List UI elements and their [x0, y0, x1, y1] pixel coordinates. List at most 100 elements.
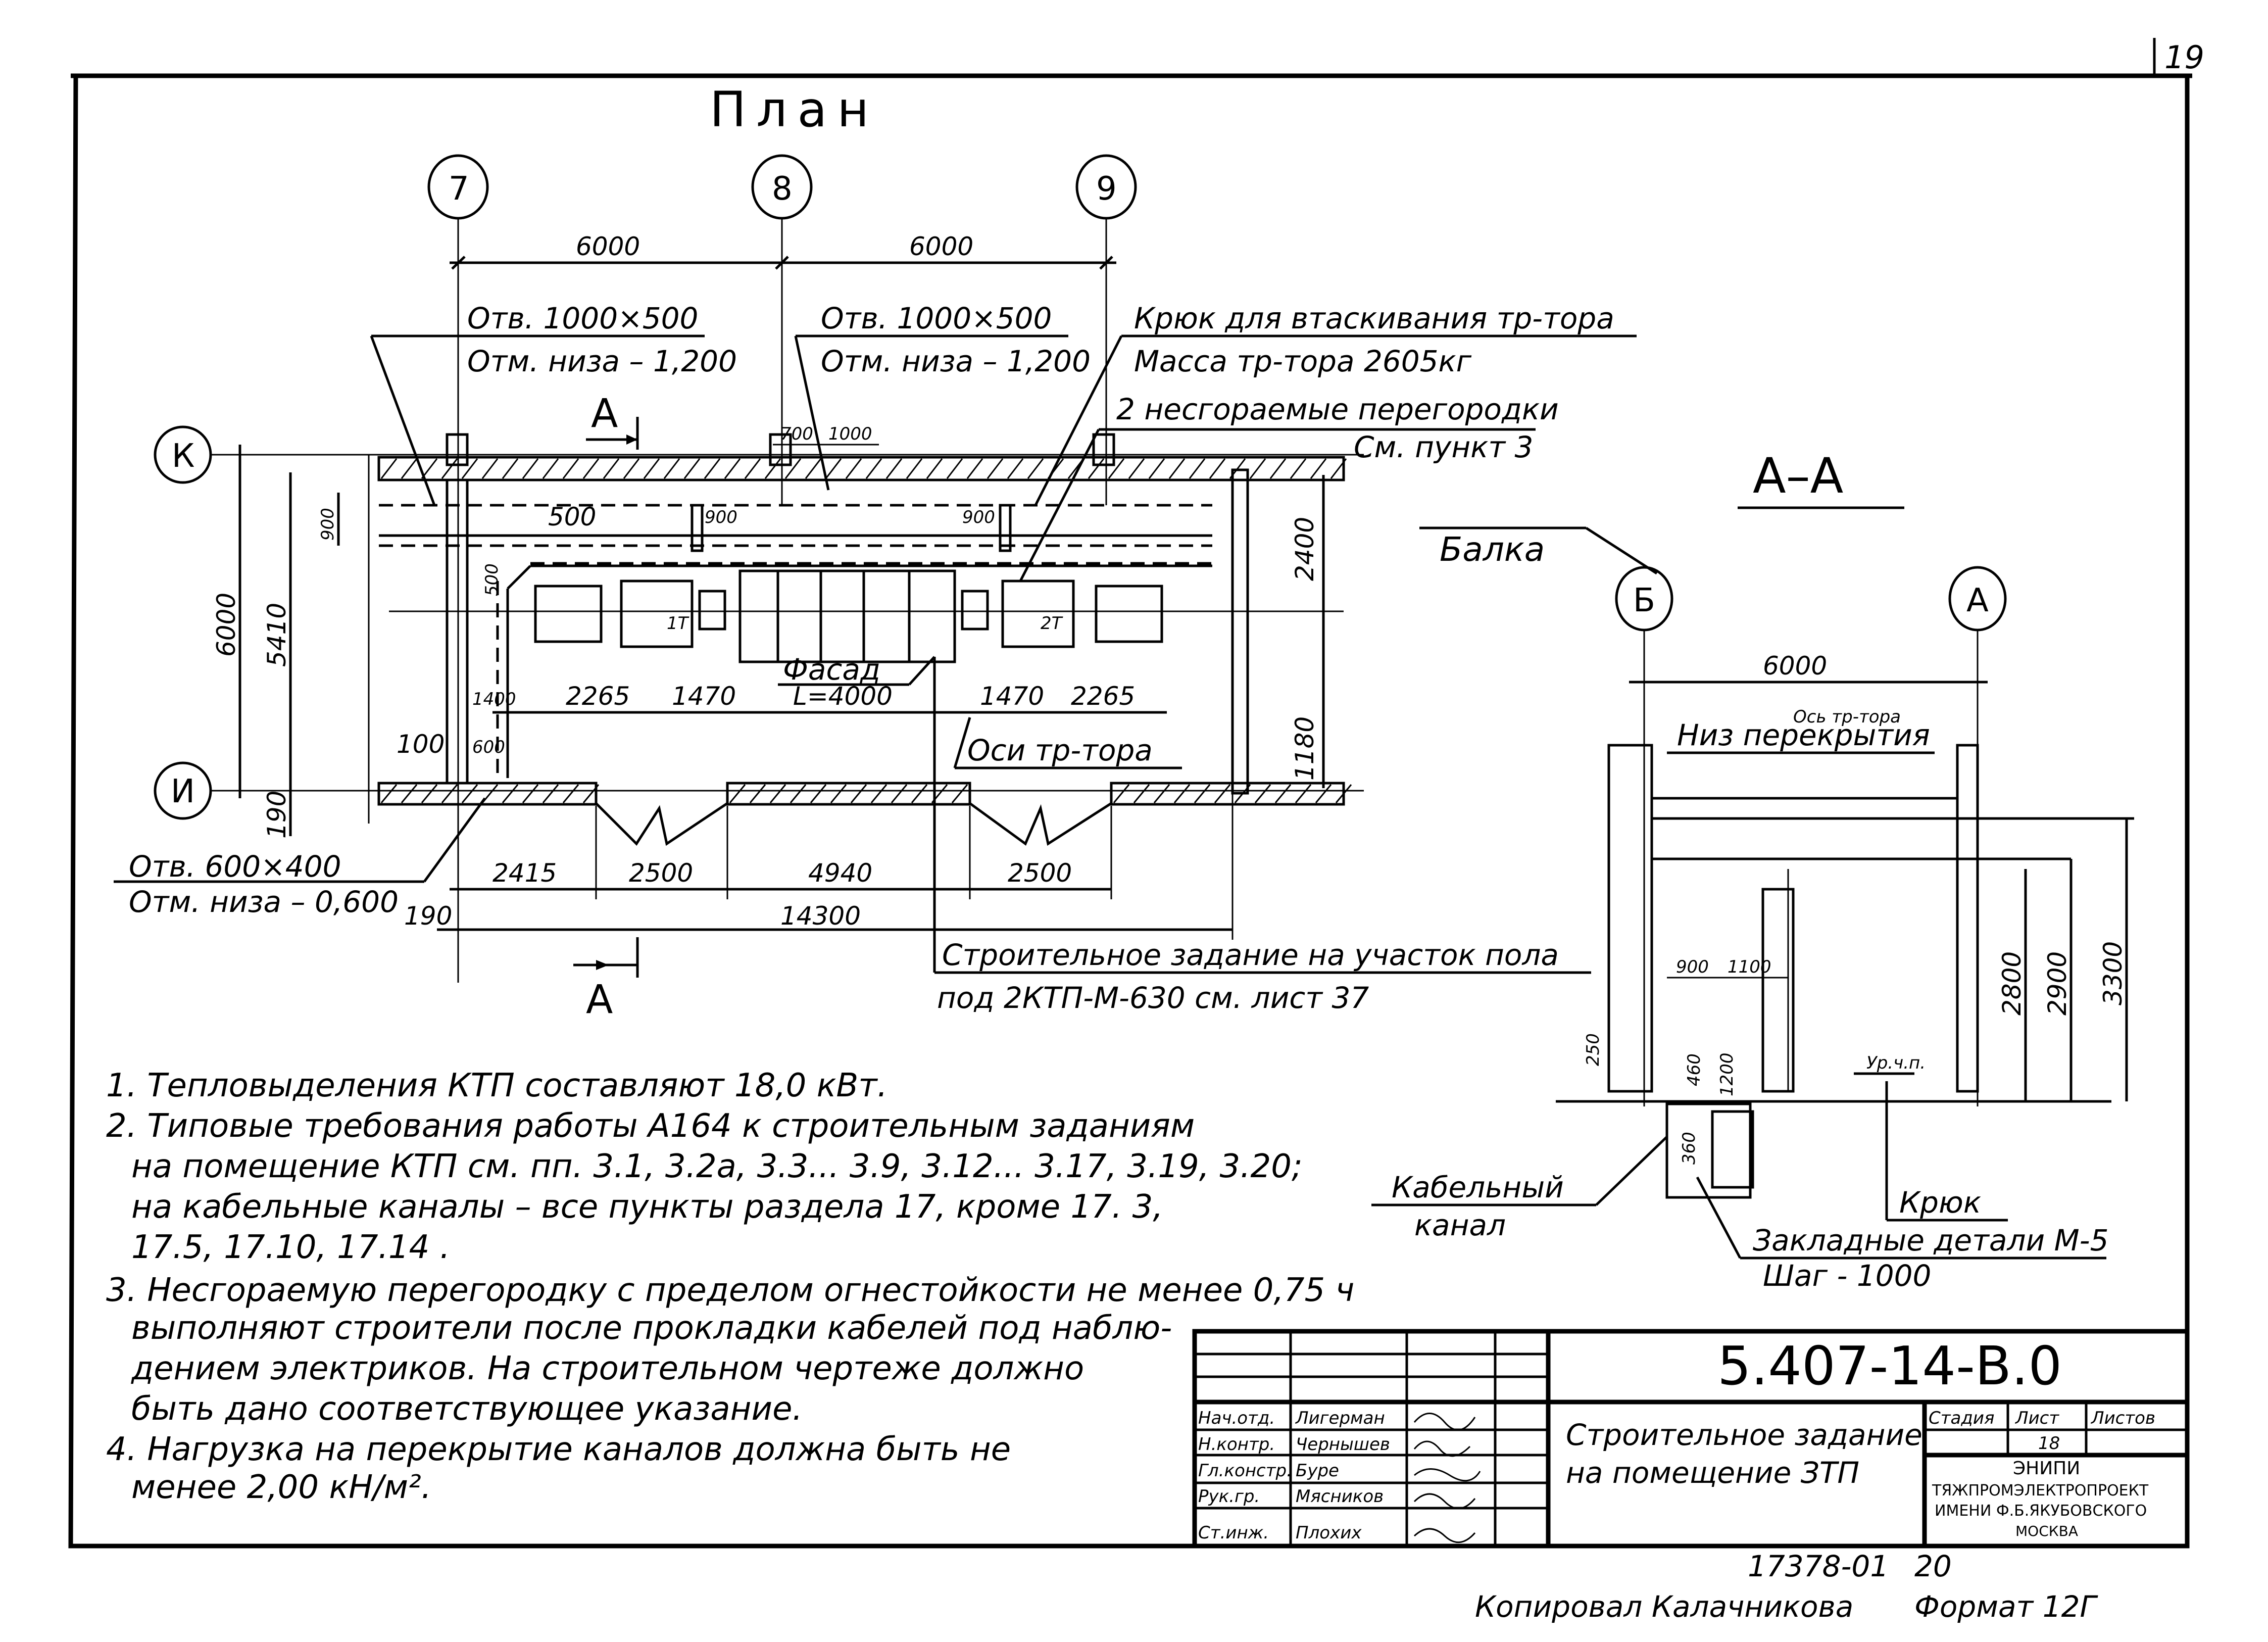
- section-slab: [1652, 797, 2134, 860]
- hatch-line: [1269, 458, 1287, 479]
- hatch-line: [603, 458, 620, 479]
- hatch-line: [522, 784, 539, 803]
- hatch-line: [1194, 784, 1211, 803]
- hatch-line: [946, 458, 963, 479]
- hatch-line: [1027, 458, 1044, 479]
- note-line: 2. Типовые требования работы А164 к стро…: [106, 1107, 1195, 1145]
- dim-500-side: 500: [482, 563, 502, 596]
- plan-title: План: [710, 81, 879, 138]
- dim-5410-vert: 5410: [262, 603, 291, 667]
- dim-190-vert: 190: [262, 791, 291, 839]
- dim-4940: 4940: [808, 858, 872, 888]
- hatch-line: [1133, 784, 1150, 803]
- hatch-line: [1007, 458, 1024, 479]
- hatch-line: [502, 458, 519, 479]
- hatch-line: [1315, 784, 1332, 803]
- hatch-line: [790, 784, 807, 803]
- callout-opening-3: Отв. 600×400 Отм. низа – 0,600: [114, 797, 486, 919]
- hatch-line: [850, 784, 867, 803]
- org-line-2: ТЯЖПРОМЭЛЕКТРОПРОЕКТ: [1932, 1482, 2149, 1500]
- section-label-slab-bottom: Низ перекрытия: [1667, 718, 1935, 754]
- hatch-line: [870, 784, 888, 803]
- sheet-header: Лист: [2014, 1408, 2059, 1428]
- plan-axis-7: 7: [427, 154, 489, 983]
- callout-partitions: 2 несгораемые перегородки См. пункт 3: [1019, 392, 1559, 582]
- hatch-line: [1088, 458, 1105, 479]
- svg-text:Б: Б: [1633, 582, 1655, 619]
- label-1T: 1Т: [667, 613, 689, 634]
- hatch-line: [1189, 458, 1206, 479]
- hatch-line: [1274, 784, 1292, 803]
- svg-text:Отм. низа – 0,600: Отм. низа – 0,600: [129, 885, 399, 919]
- dim-2265-r: 2265: [1071, 682, 1135, 711]
- hatch-line: [502, 784, 519, 803]
- dim-460: 460: [1684, 1053, 1704, 1086]
- svg-text:Отв. 1000×500: Отв. 1000×500: [467, 301, 698, 335]
- section-label-transformer-axis: Ось тр-тора: [1793, 707, 1901, 727]
- section-label-beam: Балка: [1419, 526, 1658, 575]
- hatch-line: [810, 784, 827, 803]
- plan-wall-left: [446, 478, 469, 785]
- org-line-3: ИМЕНИ Ф.Б.ЯКУБОВСКОГО: [1935, 1502, 2147, 1520]
- plan-floor-pits: [595, 802, 1112, 846]
- hatch-line: [729, 784, 746, 803]
- hatch-line: [1254, 784, 1271, 803]
- label-facade: Фасад: [778, 652, 935, 687]
- hatch-line: [724, 458, 741, 479]
- section-transformer: [1761, 869, 1795, 1093]
- hatch-line: [865, 458, 882, 479]
- hatch-line: [1310, 458, 1327, 479]
- hatch-line: [891, 784, 908, 803]
- hatch-line: [1209, 458, 1226, 479]
- sig-role: Рук.гр.: [1198, 1486, 1260, 1507]
- svg-text:И: И: [171, 773, 195, 810]
- dim-100: 100: [397, 730, 445, 759]
- sig-role: Нач.отд.: [1198, 1408, 1275, 1428]
- hatch-line: [906, 458, 923, 479]
- svg-text:7: 7: [449, 170, 469, 208]
- svg-text:См. пункт 3: См. пункт 3: [1354, 430, 1533, 464]
- section-walls: [1607, 744, 1979, 1093]
- dim-3300: 3300: [2098, 941, 2128, 1005]
- plan-dim-right: 2400 1180: [1290, 475, 1325, 788]
- hatch-line: [1047, 458, 1064, 479]
- section-label-embedded: Закладные детали М-5 Шаг - 1000: [1696, 1176, 2109, 1293]
- svg-text:Ось тр-тора: Ось тр-тора: [1793, 707, 1901, 727]
- plan-wall-right: [1231, 468, 1249, 795]
- sig-role: Гл.констр.: [1198, 1461, 1292, 1481]
- doc-code: 5.407-14-В.0: [1717, 1335, 2062, 1397]
- hatch-line: [1290, 458, 1307, 479]
- svg-text:Оси тр-тора: Оси тр-тора: [967, 733, 1153, 767]
- note-line: 3. Несгораемую перегородку с пределом ог…: [106, 1272, 1354, 1309]
- section-label-floor-level: Ур.ч.п.: [1854, 1053, 1926, 1075]
- note-line: на кабельные каналы – все пункты раздела…: [131, 1188, 1163, 1226]
- plan-axis-K: К: [154, 425, 1364, 484]
- hatch-line: [421, 458, 438, 479]
- note-line: менее 2,00 кН/м².: [131, 1469, 431, 1506]
- dim-2265-l: 2265: [566, 682, 630, 711]
- hatch-line: [461, 458, 478, 479]
- dim-1100-sec: 1100: [1728, 957, 1771, 977]
- svg-text:А: А: [1966, 582, 1989, 619]
- stage-header: Стадия: [1929, 1408, 1994, 1428]
- label-2T: 2Т: [1041, 613, 1063, 634]
- callout-opening-1: Отв. 1000×500 Отм. низа – 1,200: [370, 301, 737, 506]
- hatch-line: [764, 458, 781, 479]
- callout-floor-task: Строительное задание на участок пола под…: [933, 657, 1591, 1015]
- plan-axis-I: И: [154, 761, 1364, 820]
- hatch-line: [562, 458, 579, 479]
- hatch-line: [522, 458, 539, 479]
- hatch-line: [1113, 784, 1130, 803]
- sig-name: Лигерман: [1295, 1408, 1385, 1428]
- svg-text:2 несгораемые перегородки: 2 несгораемые перегородки: [1116, 392, 1559, 426]
- hatch-line: [683, 458, 701, 479]
- dim-900-vert: 900: [318, 508, 338, 541]
- svg-text:А–А: А–А: [1753, 448, 1843, 504]
- section-axis-B: Б: [1615, 566, 1673, 1106]
- dim-2400-vert: 2400: [1290, 517, 1319, 581]
- hatch-line: [1148, 458, 1165, 479]
- hatch-line: [441, 784, 458, 803]
- doc-title-1: Строительное задание: [1566, 1418, 1922, 1452]
- dim-1470-r: 1470: [980, 682, 1044, 711]
- svg-text:Отв. 600×400: Отв. 600×400: [129, 849, 341, 884]
